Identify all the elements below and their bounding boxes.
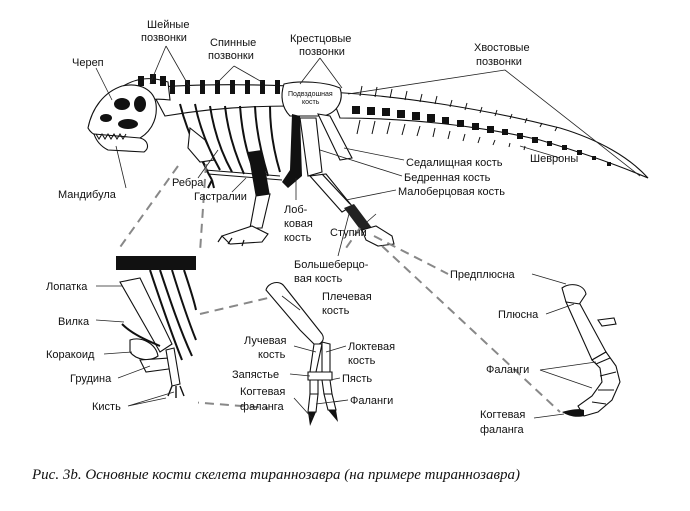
neck-spines bbox=[138, 74, 166, 86]
tyrannosaurus-skeleton bbox=[87, 74, 649, 247]
label-claw-phalanx-2: фаланга bbox=[240, 401, 285, 413]
label-sacral-2: позвонки bbox=[299, 46, 345, 58]
label-humerus-2: кость bbox=[322, 305, 350, 317]
label-caudal-2: позвонки bbox=[476, 56, 522, 68]
tail-vertebrae bbox=[329, 91, 649, 179]
label-furcula: Вилка bbox=[58, 316, 90, 328]
hind-foot bbox=[361, 225, 395, 247]
foot-phalanx-joints bbox=[591, 357, 617, 405]
detail-arm bbox=[165, 347, 181, 387]
label-dorsal-2: позвонки bbox=[208, 50, 254, 62]
near-toes bbox=[217, 235, 245, 247]
label-dorsal-1: Спинные bbox=[210, 37, 256, 49]
leader-lines bbox=[95, 45, 641, 419]
ischium-bone bbox=[317, 113, 353, 161]
teeth bbox=[95, 133, 127, 140]
skull-openings bbox=[100, 96, 146, 129]
label-tarsus: Предплюсна bbox=[450, 269, 516, 281]
label-radius-1: Лучевая bbox=[244, 335, 287, 347]
label-manus: Пясть bbox=[342, 373, 372, 385]
tibia-fibula bbox=[308, 173, 353, 213]
label-sternum: Грудина bbox=[70, 373, 112, 385]
label-ulna-2: кость bbox=[348, 355, 376, 367]
label-ulna-1: Локтевая bbox=[348, 341, 395, 353]
label-pubis-2: ковая bbox=[284, 218, 313, 230]
label-fibula: Малоберцовая кость bbox=[398, 186, 505, 198]
arm-wrist bbox=[307, 371, 333, 381]
label-chevrons: Шевроны bbox=[530, 153, 578, 165]
label-femur: Бедренная кость bbox=[404, 172, 491, 184]
label-wrist: Запястье bbox=[232, 369, 279, 381]
shoulder-girdle bbox=[187, 126, 215, 163]
figure-caption: Рис. 3b. Основные кости скелета тиранноз… bbox=[31, 467, 520, 483]
label-gastralia: Гастралии bbox=[194, 191, 247, 203]
pubis-bone bbox=[282, 114, 302, 188]
arm-metacarpals bbox=[309, 379, 333, 395]
label-skull: Череп bbox=[72, 57, 104, 69]
label-caudal-1: Хвостовые bbox=[474, 42, 530, 54]
label-tibia-1: Большеберцо- bbox=[294, 259, 369, 271]
label-humerus-1: Плечевая bbox=[322, 291, 372, 303]
near-foot bbox=[220, 225, 269, 245]
mandible-bone bbox=[93, 133, 149, 153]
skull-bone bbox=[87, 84, 157, 141]
label-foot-claw-1: Когтевая bbox=[480, 409, 525, 421]
label-coracoid: Коракоид bbox=[46, 349, 95, 361]
label-pubis-1: Лоб- bbox=[284, 204, 308, 216]
label-foot-claw-2: фаланга bbox=[480, 424, 525, 436]
near-femur bbox=[248, 150, 270, 198]
foot-phalanges bbox=[577, 351, 621, 417]
foot-spur bbox=[597, 317, 617, 327]
arm-ulna bbox=[321, 341, 331, 375]
label-ribs: Ребра bbox=[172, 177, 204, 189]
label-mandible: Мандибула bbox=[58, 189, 117, 201]
label-feet: Ступни bbox=[330, 227, 367, 239]
metatarsals bbox=[344, 204, 372, 232]
foot-metatarsus bbox=[565, 301, 607, 361]
detail-connectors bbox=[117, 163, 561, 413]
label-pubis-3: кость bbox=[284, 232, 312, 244]
label-ischium: Седалищная кость bbox=[406, 157, 503, 169]
label-sacral-1: Крестцовые bbox=[290, 33, 351, 45]
label-cervical-2: позвонки bbox=[141, 32, 187, 44]
gastralia-bones bbox=[204, 169, 283, 181]
foot-claw bbox=[562, 409, 584, 417]
label-phalanges: Фаланги bbox=[350, 395, 393, 407]
femur-bone bbox=[299, 117, 323, 177]
label-claw-phalanx-1: Когтевая bbox=[240, 386, 285, 398]
label-scapula: Лопатка bbox=[46, 281, 88, 293]
label-radius-2: кость bbox=[258, 349, 286, 361]
label-ilium-2: кость bbox=[302, 99, 320, 106]
detail-furcula bbox=[121, 323, 161, 347]
detail-scapula bbox=[119, 277, 173, 353]
tail-spines bbox=[359, 85, 558, 132]
shoulder-detail bbox=[116, 250, 198, 408]
dorsal-spines bbox=[170, 80, 280, 94]
ilium-bone bbox=[281, 81, 342, 117]
chevron-bones bbox=[356, 119, 526, 151]
label-hand: Кисть bbox=[92, 401, 121, 413]
label-cervical-1: Шейные bbox=[147, 19, 189, 31]
fibula-shadow bbox=[321, 173, 351, 205]
label-metatarsus: Плюсна bbox=[498, 309, 539, 321]
detail-hand bbox=[167, 385, 185, 398]
tail-centra bbox=[352, 106, 611, 166]
near-shin bbox=[249, 193, 271, 229]
label-foot-phalanges: Фаланги bbox=[486, 364, 529, 376]
labels: Череп Шейные позвонки Спинные позвонки К… bbox=[46, 19, 578, 436]
detail-rib-fill bbox=[116, 256, 196, 270]
detail-coracoid bbox=[129, 338, 159, 361]
arm-radius bbox=[309, 343, 323, 373]
arm-detail bbox=[265, 281, 338, 426]
label-ilium-1: Подвздошная bbox=[288, 91, 333, 98]
arm-claws bbox=[308, 410, 338, 426]
label-tibia-2: вая кость bbox=[294, 273, 342, 285]
foot-detail bbox=[561, 284, 621, 417]
